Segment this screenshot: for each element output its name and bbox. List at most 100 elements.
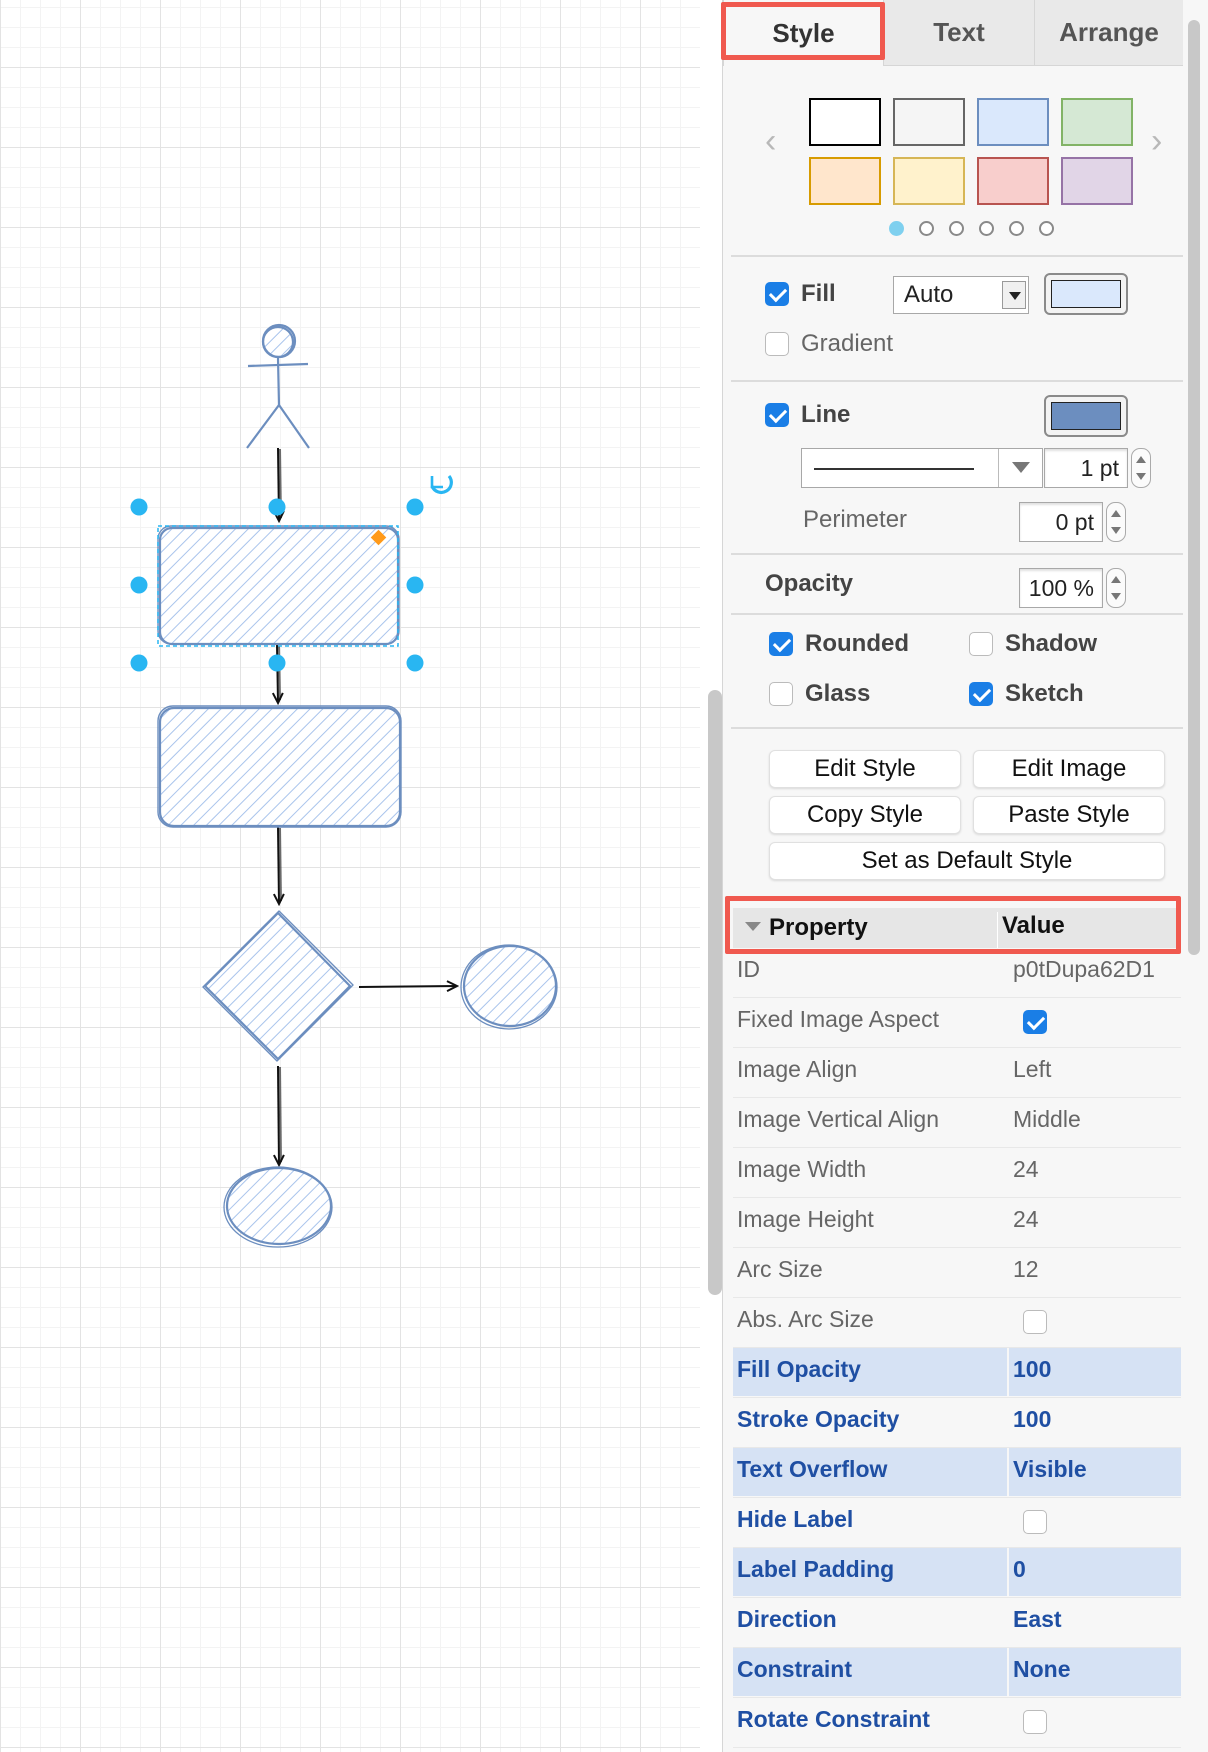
connector-decision-to-bottom-circle[interactable] [278,1065,281,1164]
shadow-checkbox[interactable] [969,632,993,656]
palette-page-dot[interactable] [1009,221,1024,236]
style-swatch[interactable] [809,98,881,146]
end-circle-bottom[interactable] [223,1166,333,1248]
property-row[interactable]: Abs. Arc Size [733,1298,1181,1348]
property-name: Image Align [737,1056,858,1082]
property-checkbox[interactable] [1023,1710,1047,1734]
property-value[interactable]: 0 [1009,1548,1181,1596]
line-color-button[interactable] [1044,395,1128,437]
resize-handle-s [268,654,286,672]
selection-handles[interactable] [130,498,424,672]
style-swatch[interactable] [809,157,881,205]
property-value [1009,1298,1181,1346]
opacity-stepper[interactable] [1106,568,1126,608]
tab-text[interactable]: Text [883,0,1034,66]
property-name: Image Width [737,1156,867,1182]
collapse-triangle-icon[interactable] [745,922,761,931]
line-width-input[interactable]: 1 pt [1044,448,1128,488]
decision-shape[interactable] [202,910,354,1062]
rotate-handle-icon[interactable] [430,474,453,495]
row-divider [733,1147,1181,1148]
palette-page-dot[interactable] [889,221,904,236]
style-swatch[interactable] [977,157,1049,205]
chevron-right-icon[interactable]: › [1151,122,1163,160]
property-value[interactable]: 100 [1013,1406,1052,1432]
panel-scrollbar[interactable] [1188,20,1200,955]
property-row[interactable]: Image Align Left [733,1048,1181,1098]
style-swatch[interactable] [977,98,1049,146]
property-value[interactable]: None [1009,1648,1181,1696]
diagram-drawing[interactable] [0,0,700,1752]
fill-mode-select[interactable]: Auto [893,276,1029,314]
resize-handle-sw [130,654,148,672]
property-row[interactable]: Image Width 24 [733,1148,1181,1198]
tab-arrange[interactable]: Arrange [1034,0,1183,66]
style-swatch[interactable] [893,157,965,205]
glass-checkbox[interactable] [769,682,793,706]
paste-style-button[interactable]: Paste Style [973,796,1165,834]
line-pattern-select[interactable] [801,448,1043,488]
property-row[interactable]: Fixed Image Aspect [733,998,1181,1048]
property-table-header[interactable]: Property Value [733,908,1181,948]
palette-page-dot[interactable] [949,221,964,236]
property-value[interactable]: p0tDupa62D1 [1013,956,1155,982]
chevron-left-icon[interactable]: ‹ [765,122,777,160]
property-value[interactable]: East [1013,1606,1062,1632]
property-value[interactable]: 12 [1013,1256,1039,1282]
property-value[interactable]: Left [1013,1056,1052,1082]
connector-process-to-process[interactable] [277,644,280,702]
palette-page-dot[interactable] [979,221,994,236]
connector-decision-to-right-circle[interactable] [358,986,456,987]
line-width-stepper[interactable] [1131,448,1151,488]
property-value[interactable]: 24 [1013,1156,1039,1182]
property-checkbox[interactable] [1023,1310,1047,1334]
fill-color-swatch [1051,280,1121,308]
property-checkbox[interactable] [1023,1510,1047,1534]
end-circle-right[interactable] [460,944,558,1030]
style-swatch[interactable] [1061,98,1133,146]
palette-page-dot[interactable] [919,221,934,236]
fill-checkbox[interactable] [765,282,789,306]
line-checkbox[interactable] [765,403,789,427]
rounded-checkbox[interactable] [769,632,793,656]
property-row[interactable]: Hide Label [733,1498,1181,1548]
property-value[interactable]: Middle [1013,1106,1081,1132]
canvas-scrollbar[interactable] [708,690,722,1295]
property-value[interactable]: 24 [1013,1206,1039,1232]
gradient-checkbox[interactable] [765,332,789,356]
palette-page-dot[interactable] [1039,221,1054,236]
property-value[interactable]: 100 [1009,1348,1181,1396]
style-swatch[interactable] [893,98,965,146]
property-value [1009,1498,1181,1546]
sketch-checkbox[interactable] [969,682,993,706]
style-swatch[interactable] [1061,157,1133,205]
perimeter-input[interactable]: 0 pt [1019,502,1103,542]
property-name: Rotate Constraint [737,1706,930,1732]
process-shape[interactable] [157,705,402,828]
edit-style-button[interactable]: Edit Style [769,750,961,788]
property-row[interactable]: Rotate Constraint [733,1698,1181,1748]
actor-shape[interactable] [246,323,310,449]
tab-style[interactable]: Style [723,0,883,66]
set-default-style-button[interactable]: Set as Default Style [769,842,1165,880]
property-checkbox[interactable] [1023,1010,1047,1034]
property-value[interactable]: Visible [1009,1448,1181,1496]
perimeter-stepper[interactable] [1106,502,1126,542]
connector-process-to-decision[interactable] [278,826,281,903]
edit-image-button[interactable]: Edit Image [973,750,1165,788]
fill-color-button[interactable] [1044,273,1128,315]
copy-style-button[interactable]: Copy Style [769,796,961,834]
diagram-canvas[interactable] [0,0,722,1752]
opacity-input[interactable]: 100 % [1019,568,1103,608]
process-shape-selected[interactable] [157,525,400,647]
